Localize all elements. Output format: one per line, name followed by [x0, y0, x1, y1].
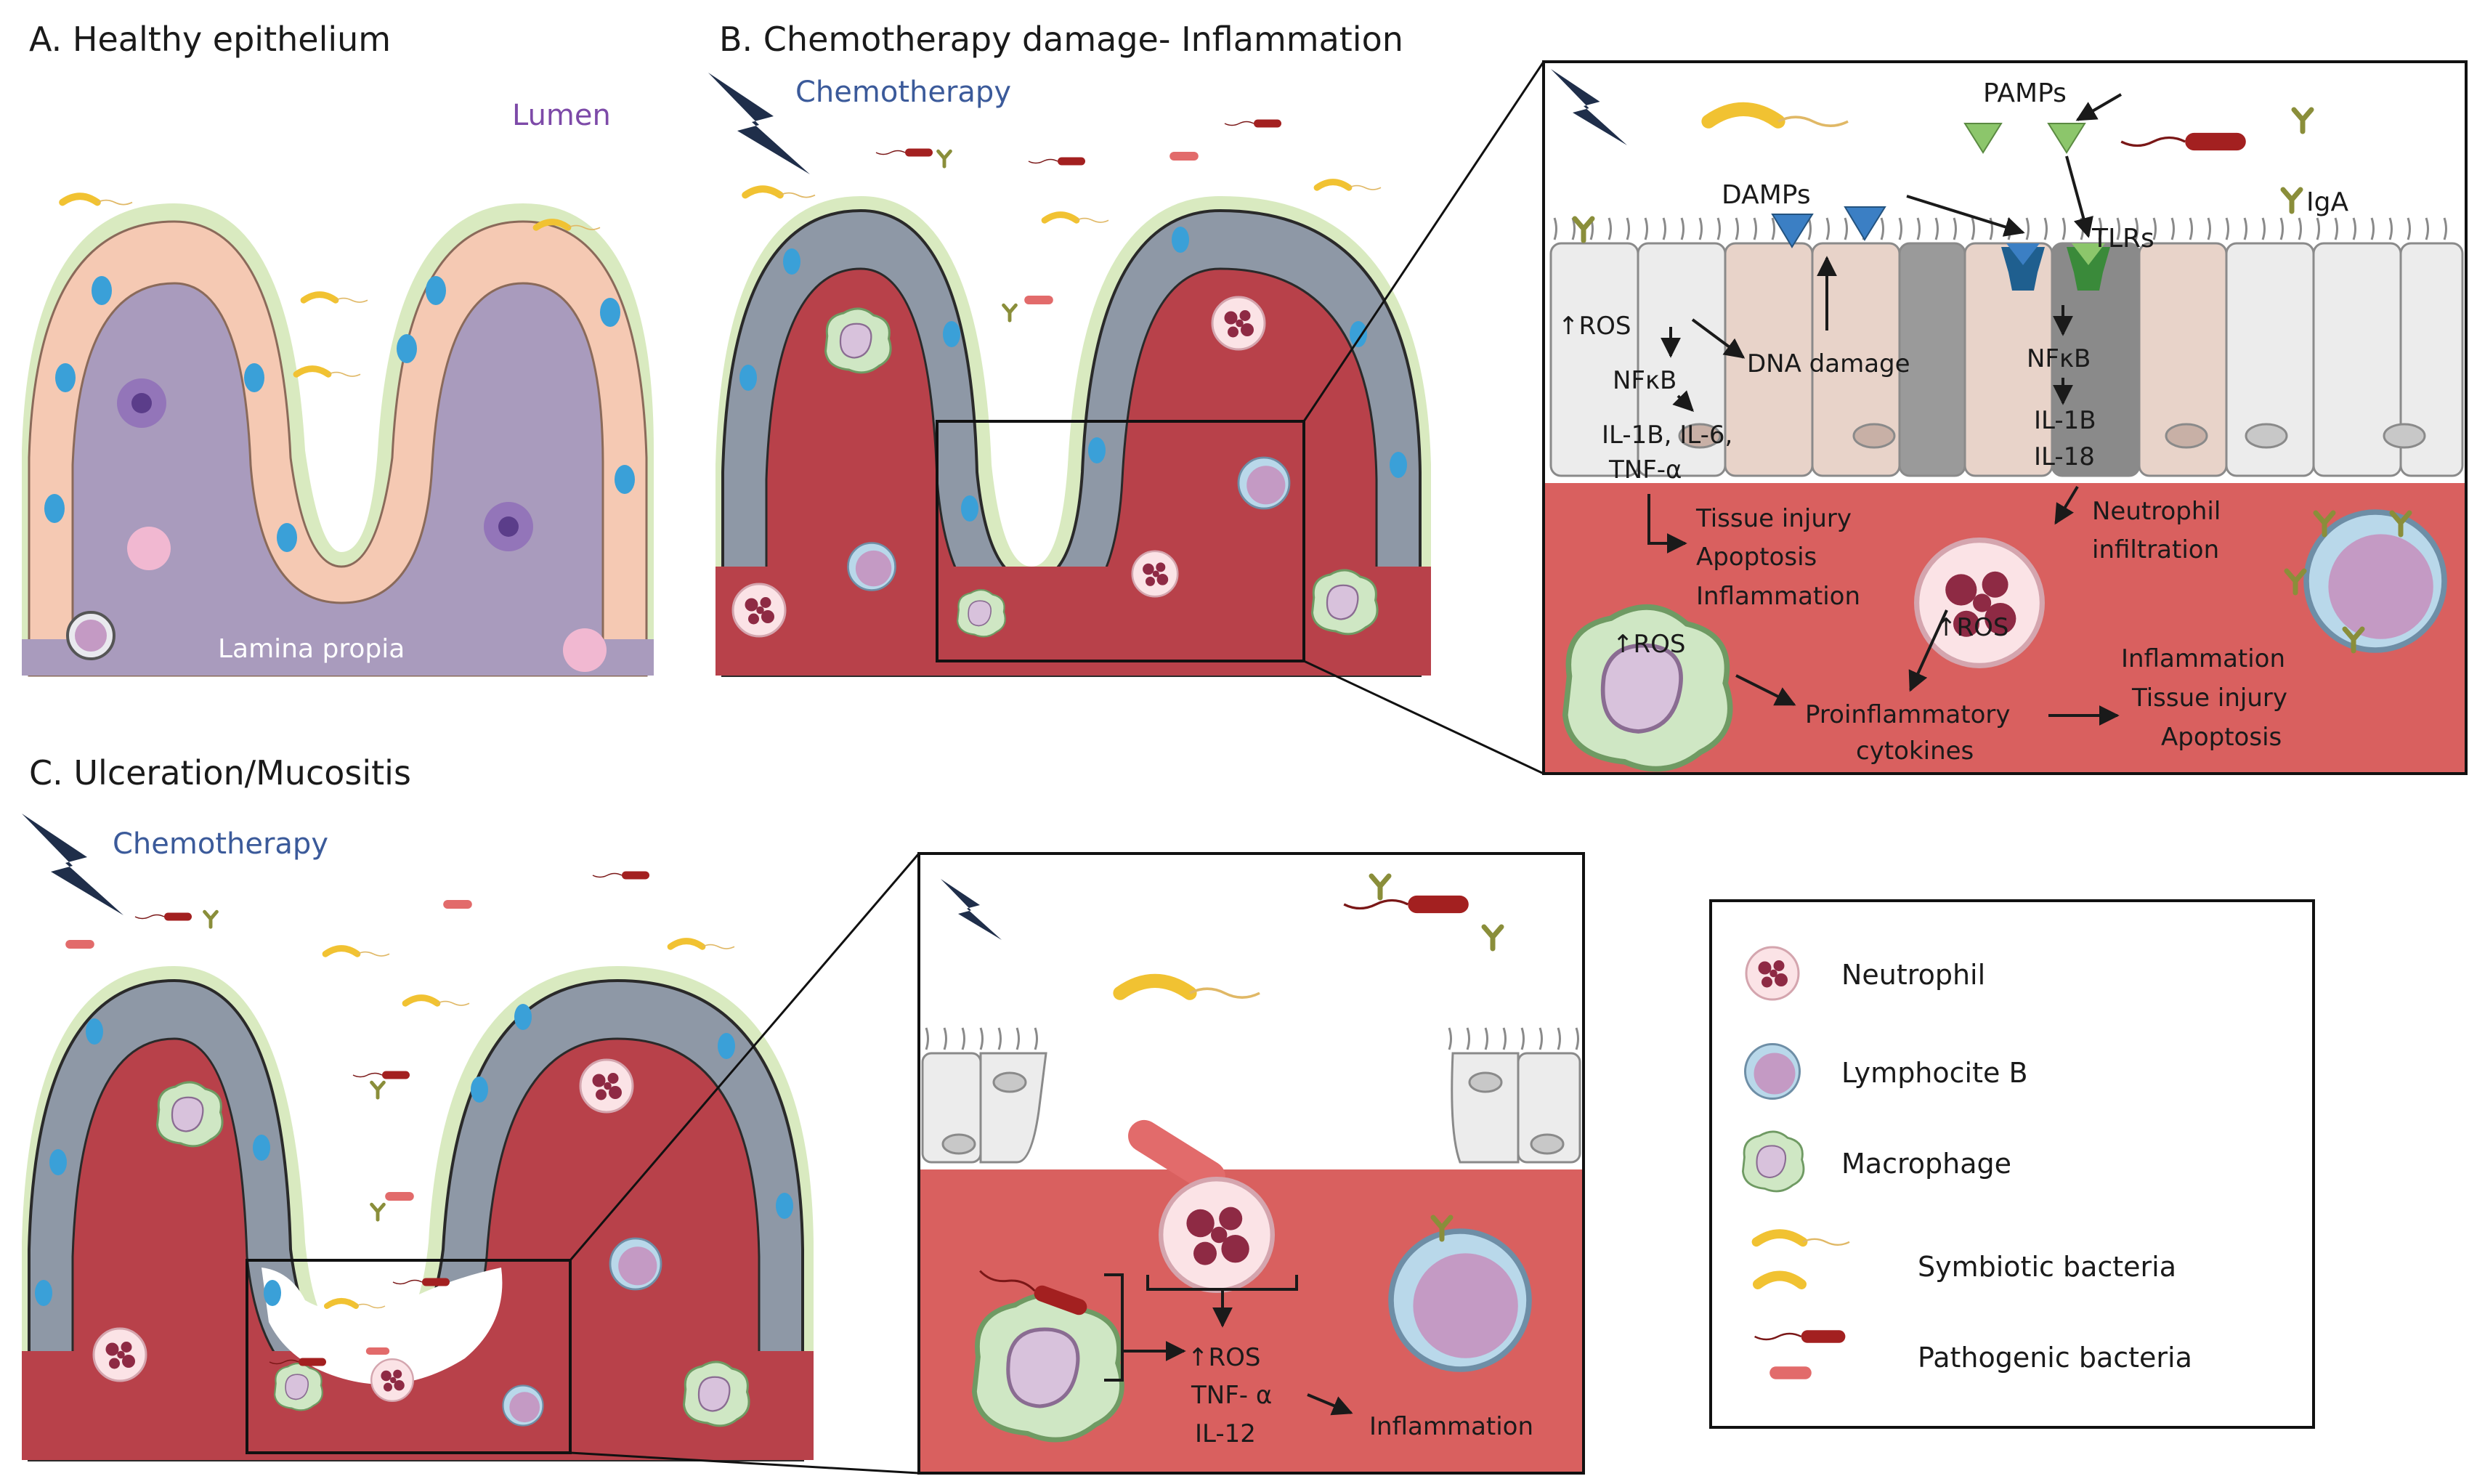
- zoom-line-b-top: [1302, 61, 1545, 422]
- ulcer-region: [262, 1268, 503, 1384]
- legend-pathogenic: Pathogenic bacteria: [1918, 1342, 2192, 1374]
- panel-a-title: A. Healthy epithelium: [29, 20, 391, 59]
- lumen-label: Lumen: [512, 99, 611, 132]
- damps-triangles: [1771, 206, 1886, 248]
- outcome-inflammation: Inflammation: [2121, 644, 2285, 673]
- outcome-apoptosis: Apoptosis: [2161, 723, 2282, 752]
- legend-lymphocyte-swatch: [1744, 1043, 1801, 1100]
- legend-symbiotic: Symbiotic bacteria: [1918, 1251, 2176, 1283]
- chemotherapy-label-c: Chemotherapy: [113, 827, 328, 861]
- panel-b-title: B. Chemotherapy damage- Inflammation: [719, 20, 1403, 59]
- ros-label-b: ↑ROS: [1558, 312, 1631, 341]
- iga-label: IgA: [2306, 187, 2348, 217]
- chemotherapy-label-b: Chemotherapy: [795, 76, 1011, 109]
- inset-c-arrows: [1104, 1273, 1353, 1416]
- chemotherapy-bolt-icon: [708, 73, 810, 174]
- proinflammatory-line-2: cytokines: [1856, 737, 1974, 766]
- legend-neutrophil-swatch: [1745, 946, 1800, 1001]
- damaged-epithelium-panel: [715, 118, 1431, 677]
- inset-b: PAMPs DAMPs TLRs IgA ↑ROS NFκB IL-1B, IL…: [1542, 60, 2468, 775]
- inset-c: ↑ROS TNF- α IL-12 Inflammation: [917, 852, 1585, 1475]
- neutrophil-infiltration-line-2: infiltration: [2092, 535, 2219, 564]
- legend-neutrophil: Neutrophil: [1841, 959, 1985, 991]
- outcome-tissue-injury: Tissue injury: [2131, 684, 2287, 713]
- nfkb-label-b2: NFκB: [2027, 344, 2091, 373]
- il1b-label: IL-1B: [2034, 406, 2096, 435]
- cytokines-line-1: IL-1B, IL-6,: [1602, 421, 1732, 450]
- cytokines-line-2: TNF-α: [1608, 455, 1682, 484]
- legend-pathogenic-swatch-2: [1769, 1366, 1812, 1379]
- goblet-cells-b: [739, 227, 1407, 522]
- goblet-cells: [44, 276, 635, 552]
- zoom-region-b: [936, 420, 1305, 662]
- immune-cells-healthy: [66, 378, 607, 672]
- inset-b-arrows: [1647, 93, 2123, 726]
- pamps-label: PAMPs: [1983, 78, 2067, 108]
- ulcerated-epithelium-panel: [22, 870, 814, 1461]
- neutrophil-inset-c: [1161, 1179, 1273, 1291]
- microvilli-b: [1553, 217, 2447, 240]
- nfkb-label-b: NFκB: [1613, 366, 1677, 395]
- microvilli-c: [925, 1027, 1579, 1050]
- lymphocyte-inset-c: [1391, 1231, 1529, 1369]
- neutrophil-infiltration-line-1: Neutrophil: [2092, 497, 2221, 526]
- tlrs-label: TLRs: [2091, 224, 2154, 254]
- legend: Neutrophil Lymphocite B Macrophage Symbi…: [1709, 899, 2315, 1429]
- zoom-region-c: [246, 1259, 572, 1454]
- legend-macrophage-swatch: [1741, 1130, 1805, 1193]
- il18-label: IL-18: [2034, 442, 2095, 471]
- tlr-receptors: [2001, 243, 2110, 291]
- pamps-triangles: [1963, 123, 2086, 154]
- pathogen-invading: [1128, 1119, 1225, 1193]
- ros-macrophage-label: ↑ROS: [1613, 630, 1685, 659]
- damps-label: DAMPs: [1722, 180, 1811, 210]
- macrophage-inset-c: [974, 1295, 1122, 1440]
- legend-macrophage: Macrophage: [1841, 1148, 2011, 1180]
- ros-neutrophil-label: ↑ROS: [1936, 613, 2008, 642]
- proinflammatory-line-1: Proinflammatory: [1805, 700, 2011, 729]
- healthy-epithelium-panel: [22, 196, 654, 677]
- panel-c-title: C. Ulceration/Mucositis: [29, 753, 411, 792]
- epithelial-cells-b: [1549, 242, 2464, 477]
- apoptosis-label: Apoptosis: [1696, 543, 1817, 572]
- lamina-propia-label: Lamina propia: [218, 634, 405, 664]
- goblet-cells-c: [35, 1004, 793, 1306]
- zoom-line-b-bottom: [1303, 660, 1544, 775]
- zoom-line-c-bottom: [569, 1451, 920, 1475]
- ros-label-c: ↑ROS: [1188, 1343, 1260, 1372]
- inflammation-label: Inflammation: [1696, 582, 1860, 611]
- tissue-injury-label: Tissue injury: [1695, 504, 1852, 533]
- inflammation-label-c: Inflammation: [1369, 1412, 1533, 1441]
- legend-symbiotic-swatch-2: [1753, 1270, 1807, 1289]
- chemotherapy-bolt-c-icon: [22, 814, 123, 915]
- epithelial-cells-c: [921, 1052, 1581, 1164]
- tnf-label-c: TNF- α: [1191, 1381, 1272, 1410]
- il12-label-c: IL-12: [1195, 1419, 1256, 1448]
- zoom-line-c-top: [569, 853, 920, 1261]
- legend-lymphocyte: Lymphocite B: [1841, 1057, 2028, 1089]
- dna-damage-label: DNA damage: [1747, 349, 1910, 378]
